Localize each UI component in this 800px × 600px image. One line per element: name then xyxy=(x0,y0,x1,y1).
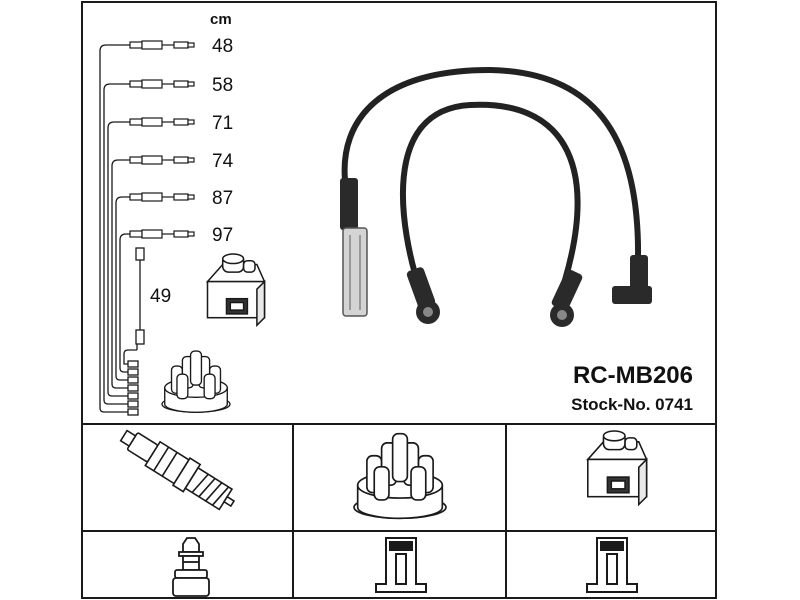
connector-icon xyxy=(129,117,195,127)
connector-icon xyxy=(129,229,195,239)
connector-icon xyxy=(129,40,195,50)
lead-length-label: 71 xyxy=(212,113,233,134)
spark-plug-connector-icon xyxy=(342,227,368,317)
boot-icon xyxy=(340,178,358,230)
product-code: RC-MB206 xyxy=(573,362,693,389)
boot-icon xyxy=(550,269,583,327)
lead-row: 74 xyxy=(129,151,234,172)
boot-icon xyxy=(612,255,652,304)
coil-lead-length-label: 49 xyxy=(150,286,171,307)
lead-row: 48 xyxy=(129,36,233,57)
lead-row: 71 xyxy=(129,113,233,134)
lead-length-label: 58 xyxy=(212,75,233,96)
coil-lead xyxy=(135,247,145,350)
lead-length-label: 97 xyxy=(212,225,233,246)
connector-icon xyxy=(129,155,195,165)
connector-icon xyxy=(129,79,195,89)
lead-list: 48 58 71 74 87 97 xyxy=(129,36,234,246)
lead-row: 58 xyxy=(129,75,233,96)
frame xyxy=(81,1,717,599)
distributor-cap-icon xyxy=(161,350,231,413)
connector-icon xyxy=(129,192,195,202)
lead-length-label: 74 xyxy=(212,151,234,172)
spark-plug-icon xyxy=(119,429,236,511)
lead-row: 87 xyxy=(129,188,233,209)
lead-length-label: 87 xyxy=(212,188,233,209)
stock-number: Stock-No. 0741 xyxy=(571,395,693,414)
harness-trunk xyxy=(99,44,139,416)
terminal-connector-icon xyxy=(172,537,210,597)
ignition-cable-illustration xyxy=(340,66,652,327)
boot-icon xyxy=(406,267,440,324)
terminal-socket-icon xyxy=(586,537,638,593)
lead-length-label: 48 xyxy=(212,36,233,57)
unit-label: cm xyxy=(210,11,232,28)
distributor-cap-large-icon xyxy=(353,432,447,520)
lead-row: 97 xyxy=(129,225,233,246)
ignition-coil-icon xyxy=(205,253,266,328)
terminal-socket-icon xyxy=(375,537,427,593)
ignition-coil-large-icon xyxy=(586,430,648,507)
